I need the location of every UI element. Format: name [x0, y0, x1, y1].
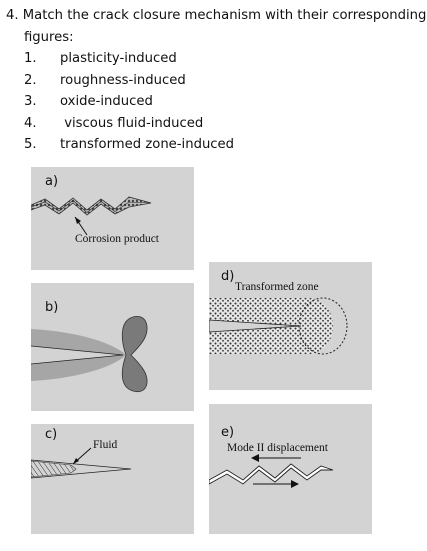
figure-b-panel: b): [31, 283, 194, 411]
figure-d-panel: d) Transformed zone: [209, 262, 372, 390]
figure-e-label: e): [221, 425, 234, 440]
question-line1: Match the crack closure mechanism with t…: [22, 8, 427, 23]
figure-d-label: d): [221, 269, 234, 284]
crack-centerline: [31, 200, 152, 213]
figure-c-panel: c) Fluid: [31, 424, 194, 534]
question-text: 4. Match the crack closure mechanism wit…: [6, 5, 426, 27]
figure-b-label: b): [45, 300, 58, 315]
option-label: transformed zone-induced: [60, 137, 235, 152]
question-block: 4. Match the crack closure mechanism wit…: [6, 5, 426, 156]
option-number: 2.: [24, 72, 37, 88]
figure-e-caption: Mode II displacement: [227, 442, 329, 454]
figure-a-panel: a) Corrosion product: [31, 167, 194, 270]
crack-wedge: [209, 319, 302, 333]
arrow-head: [75, 217, 81, 224]
question-number: 4.: [6, 8, 19, 23]
option-3: 3. oxide-induced: [6, 91, 426, 113]
figure-b-drawing: b): [31, 300, 148, 393]
option-4: 4. viscous fluid-induced: [6, 113, 426, 135]
option-label: roughness-induced: [60, 72, 186, 88]
option-number: 4.: [24, 115, 37, 131]
figure-c-label: c): [45, 427, 57, 442]
figure-e-drawing: e) Mode II displacement: [209, 425, 334, 488]
option-label: oxide-induced: [60, 94, 153, 109]
question-line2: figures:: [24, 29, 74, 45]
figure-c-caption: Fluid: [93, 439, 118, 451]
option-number: 3.: [24, 94, 37, 109]
crack-with-oxide: [31, 196, 152, 216]
option-number: 5.: [24, 137, 37, 152]
figure-d-caption: Transformed zone: [235, 281, 319, 293]
fluid-in-crack: [31, 460, 77, 478]
figure-a-caption: Corrosion product: [75, 233, 160, 245]
plastic-zone-lobes: [121, 315, 148, 393]
option-label: plasticity-induced: [60, 51, 177, 66]
arrow-head: [251, 454, 259, 462]
option-5: 5. transformed zone-induced: [6, 134, 426, 156]
option-1: 1. plasticity-induced: [6, 48, 426, 70]
figure-c-drawing: c) Fluid: [31, 427, 132, 479]
option-number: 1.: [24, 51, 37, 66]
option-2: 2. roughness-induced: [6, 70, 426, 92]
crack-opening: [31, 345, 124, 365]
figure-e-panel: e) Mode II displacement: [209, 404, 372, 534]
figure-a-drawing: a) Corrosion product: [31, 174, 160, 245]
arrow-head: [73, 458, 79, 464]
rough-crack-faces: [209, 463, 334, 485]
figure-a-label: a): [45, 174, 58, 189]
option-label: viscous fluid-induced: [60, 115, 204, 131]
arrow-head: [291, 480, 299, 488]
figure-d-drawing: d) Transformed zone: [209, 269, 348, 355]
